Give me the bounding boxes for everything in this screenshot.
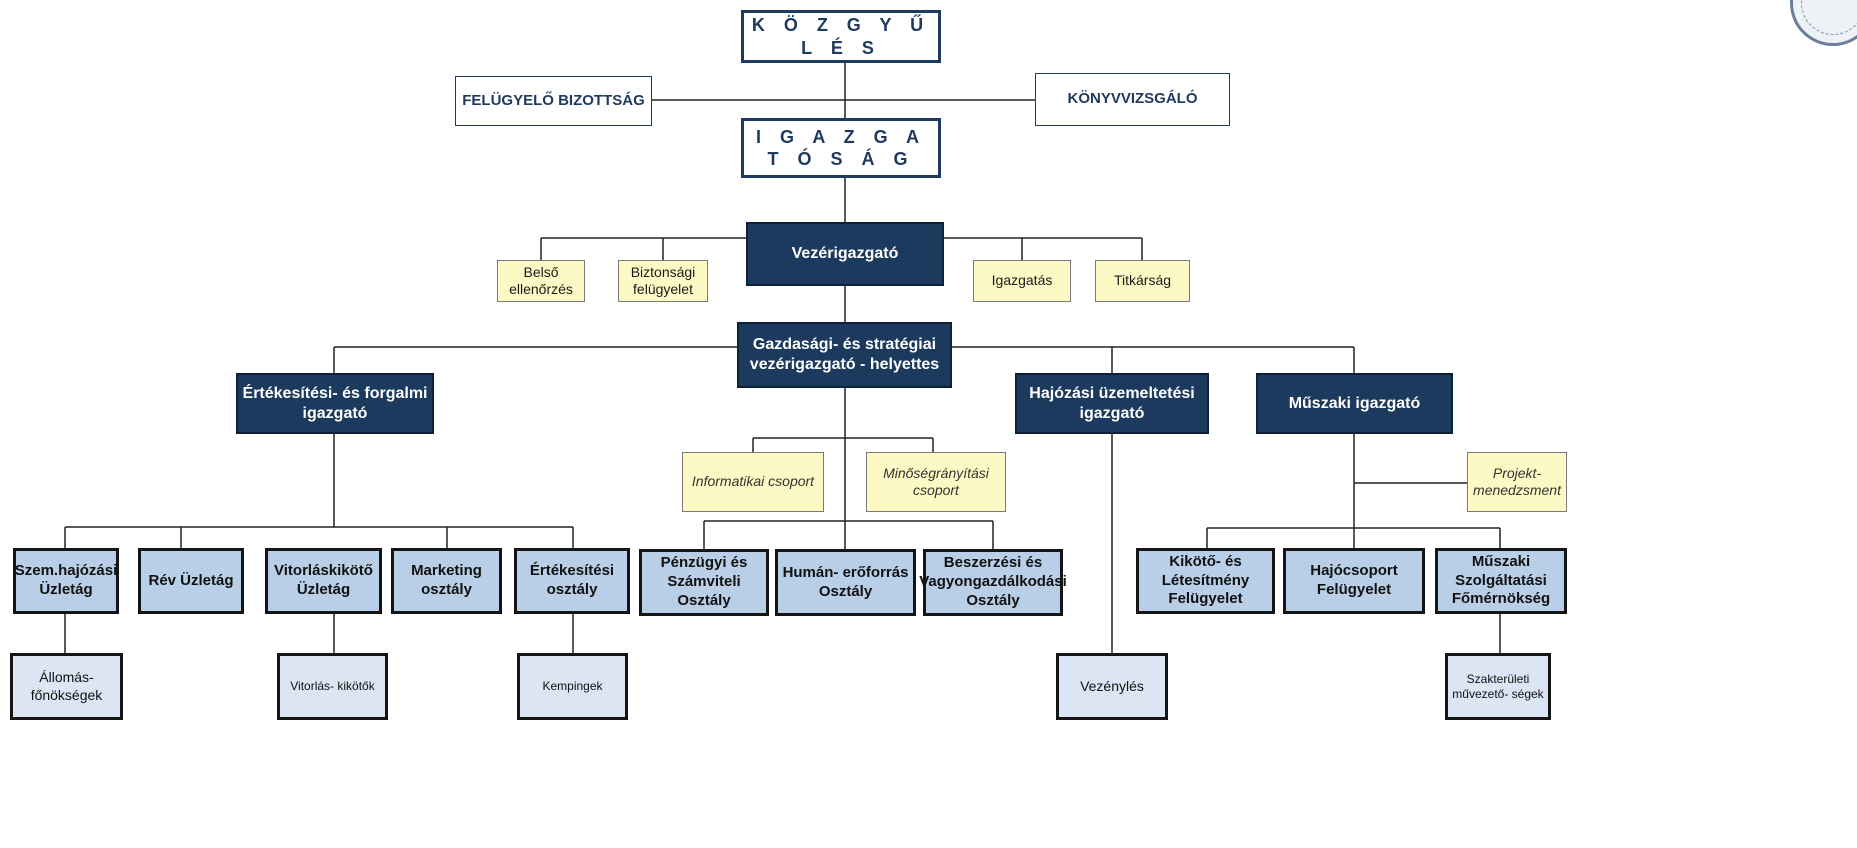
finance-accounting-department-box: Pénzügyi és Számviteli Osztály xyxy=(639,549,769,616)
marina-unit-box: Vitorláskikötő Üzletág xyxy=(265,548,382,614)
internal-audit-box: Belső ellenőrzés xyxy=(497,260,585,302)
procurement-asset-management-box: Beszerzési és Vagyongazdálkodási Osztály xyxy=(919,549,1067,616)
station-managements-box: Állomás- főnökségek xyxy=(10,653,123,720)
port-facility-supervision-box: Kikötő- és Létesítmény Felügyelet xyxy=(1136,548,1275,614)
fleet-supervision-box: Hajócsoport Felügyelet xyxy=(1283,548,1425,614)
board-of-directors-box: I G A Z G A T Ó S Á G xyxy=(741,118,941,178)
auditor-box: KÖNYVVIZSGÁLÓ xyxy=(1035,73,1230,126)
security-supervision-box: Biztonsági felügyelet xyxy=(618,260,708,302)
shipping-director-box: Hajózási üzemeltetési igazgató xyxy=(1015,373,1209,434)
administration-box: Igazgatás xyxy=(973,260,1071,302)
sales-department-box: Értékesítési osztály xyxy=(514,548,630,614)
ferry-unit-box: Rév Üzletág xyxy=(138,548,244,614)
human-resources-department-box: Humán- erőforrás Osztály xyxy=(775,549,916,616)
general-assembly-box: K Ö Z G Y Ű L É S xyxy=(741,10,941,63)
passenger-shipping-unit-box: Szem.hajózási Üzletág xyxy=(13,548,119,614)
deputy-ceo-box: Gazdasági- és stratégiai vezérigazgató -… xyxy=(737,322,952,388)
sales-director-box: Értékesítési- és forgalmi igazgató xyxy=(236,373,434,434)
technical-services-chief-engineering-box: Műszaki Szolgáltatási Főmérnökség xyxy=(1435,548,1567,614)
it-group-box: Informatikai csoport xyxy=(682,452,824,512)
quality-management-group-box: Minőségrányítási csoport xyxy=(866,452,1006,512)
campsites-box: Kempingek xyxy=(517,653,628,720)
dispatching-box: Vezénylés xyxy=(1056,653,1168,720)
ceo-box: Vezérigazgató xyxy=(746,222,944,286)
project-management-box: Projekt- menedzsment xyxy=(1467,452,1567,512)
marketing-department-box: Marketing osztály xyxy=(391,548,502,614)
marinas-box: Vitorlás- kikötők xyxy=(277,653,388,720)
secretariat-box: Titkárság xyxy=(1095,260,1190,302)
supervisory-board-box: FELÜGYELŐ BIZOTTSÁG xyxy=(455,76,652,126)
technical-director-box: Műszaki igazgató xyxy=(1256,373,1453,434)
specialist-foremen-box: Szakterületi művezető- ségek xyxy=(1445,653,1551,720)
